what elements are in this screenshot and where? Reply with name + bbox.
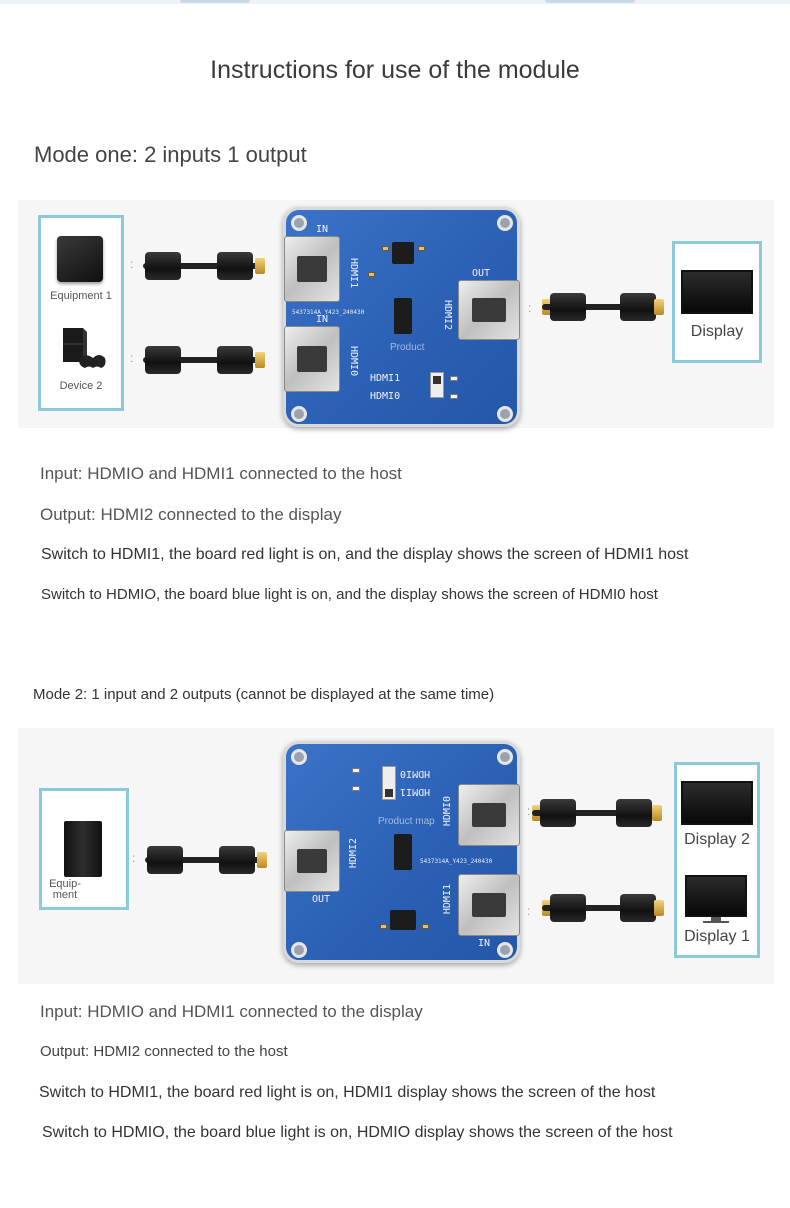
mount-hole bbox=[291, 749, 307, 765]
tv-icon bbox=[681, 781, 753, 825]
connection-dot: : bbox=[132, 851, 136, 865]
top-strip bbox=[0, 0, 790, 4]
serial-label: 5437314A_Y423_240430 bbox=[420, 858, 493, 865]
hdmi1-port bbox=[284, 236, 340, 302]
smd-part bbox=[422, 924, 429, 929]
in-label: IN bbox=[316, 224, 329, 235]
smd-part bbox=[380, 924, 387, 929]
mode2-hdmi-switch-board: HDMI0 HDMI1 HDMI0 Product map HDMI2 OUT … bbox=[283, 741, 520, 963]
mode1-switch-hdmi0-text: Switch to HDMIO, the board blue light is… bbox=[41, 586, 658, 603]
mount-hole bbox=[497, 749, 513, 765]
smd-part bbox=[368, 272, 375, 277]
switch-hdmi0-label: HDMI0 bbox=[370, 391, 401, 402]
display-label: Display bbox=[690, 323, 744, 340]
switch-hdmi1-label: HDMI1 bbox=[370, 373, 401, 384]
blue-led bbox=[352, 786, 360, 791]
hdmi0-port bbox=[458, 784, 520, 846]
tv-icon bbox=[681, 270, 753, 314]
mount-hole bbox=[497, 942, 513, 958]
red-led bbox=[352, 768, 360, 773]
top-decoration bbox=[180, 0, 250, 3]
regulator-chip bbox=[392, 242, 414, 264]
top-decoration bbox=[545, 0, 635, 3]
switch-chip bbox=[394, 834, 412, 870]
connection-dot: : bbox=[130, 257, 134, 271]
hdmi2-port bbox=[284, 830, 340, 892]
mount-hole bbox=[497, 406, 513, 422]
mount-hole bbox=[291, 406, 307, 422]
connection-dot: : bbox=[527, 804, 531, 818]
device-label: Device 2 bbox=[59, 380, 103, 392]
device-label: Equipment 1 bbox=[50, 290, 112, 302]
connection-dot: : bbox=[527, 904, 531, 918]
slide-switch bbox=[430, 372, 444, 398]
mode1-output-text: Output: HDMI2 connected to the display bbox=[40, 505, 342, 524]
monitor-base bbox=[703, 921, 729, 923]
switch-chip bbox=[394, 298, 412, 334]
hdmi-cable-icon bbox=[532, 798, 662, 828]
watermark: Product map bbox=[378, 816, 435, 827]
hdmi1-label: HDMI1 bbox=[348, 258, 359, 289]
hdmi2-port bbox=[458, 280, 520, 340]
game-console-icon bbox=[57, 236, 103, 282]
hdmi0-label: HDMI0 bbox=[442, 796, 453, 827]
hdmi-cable-icon bbox=[143, 251, 265, 281]
switch-hdmi0-label: HDMI0 bbox=[400, 768, 431, 779]
mode2-input-device-box: Equip- ment bbox=[39, 788, 129, 910]
mount-hole bbox=[291, 215, 307, 231]
smd-part bbox=[382, 246, 389, 251]
hdmi-cable-icon bbox=[542, 893, 664, 923]
smd-part bbox=[418, 246, 425, 251]
hdmi2-label: HDMI2 bbox=[348, 838, 359, 869]
connection-dot: : bbox=[528, 301, 532, 315]
hdmi-cable-icon bbox=[143, 345, 265, 375]
hdmi1-port bbox=[458, 874, 520, 936]
mode1-input-devices-box: Equipment 1 Device 2 bbox=[38, 215, 124, 411]
monitor-stand bbox=[711, 917, 721, 921]
mode1-input-text: Input: HDMIO and HDMI1 connected to the … bbox=[40, 464, 402, 483]
mode2-switch-hdmi1-text: Switch to HDMI1, the board red light is … bbox=[39, 1084, 656, 1101]
mode2-input-text: Input: HDMIO and HDMI1 connected to the … bbox=[40, 1002, 423, 1021]
mode2-switch-hdmi0-text: Switch to HDMIO, the board blue light is… bbox=[42, 1124, 673, 1141]
blue-led bbox=[450, 394, 458, 399]
red-led bbox=[450, 376, 458, 381]
out-label: OUT bbox=[312, 894, 331, 905]
mount-hole bbox=[497, 215, 513, 231]
pc-tower-icon bbox=[64, 821, 102, 877]
device-label: Equip- ment bbox=[49, 878, 81, 901]
slide-switch bbox=[382, 766, 396, 800]
display-label: Display 1 bbox=[684, 928, 750, 945]
mount-hole bbox=[291, 942, 307, 958]
hdmi0-label: HDMI0 bbox=[348, 346, 359, 377]
regulator-chip bbox=[390, 910, 416, 930]
mode1-title: Mode one: 2 inputs 1 output bbox=[34, 142, 307, 167]
monitor-icon bbox=[685, 875, 747, 917]
out-label: OUT bbox=[472, 268, 491, 279]
hdmi2-label: HDMI2 bbox=[442, 300, 453, 331]
connection-dot: : bbox=[130, 351, 134, 365]
page-title: Instructions for use of the module bbox=[210, 56, 580, 84]
hdmi1-label: HDMI1 bbox=[442, 884, 453, 915]
switch-hdmi1-label: HDMI1 bbox=[400, 786, 431, 797]
mode2-displays-box: Display 2 Display 1 bbox=[674, 762, 760, 958]
hdmi-cable-icon bbox=[145, 845, 267, 875]
hdmi0-port bbox=[284, 326, 340, 392]
mode2-output-text: Output: HDMI2 connected to the host bbox=[40, 1043, 288, 1060]
ps4-console-icon bbox=[63, 328, 106, 368]
mode1-display-box: Display bbox=[672, 241, 762, 363]
serial-label: 5437314A_Y423_240430 bbox=[292, 309, 365, 316]
hdmi-cable-icon bbox=[542, 292, 664, 322]
mode2-title: Mode 2: 1 input and 2 outputs (cannot be… bbox=[33, 686, 495, 703]
display-label: Display 2 bbox=[684, 831, 750, 848]
mode1-hdmi-switch-board: IN HDMI1 5437314A_Y423_240430 IN HDMI0 P… bbox=[283, 207, 520, 427]
watermark: Product bbox=[390, 342, 425, 353]
mode1-switch-hdmi1-text: Switch to HDMI1, the board red light is … bbox=[41, 546, 689, 563]
in-label: IN bbox=[316, 314, 329, 325]
in-label: IN bbox=[478, 938, 491, 949]
